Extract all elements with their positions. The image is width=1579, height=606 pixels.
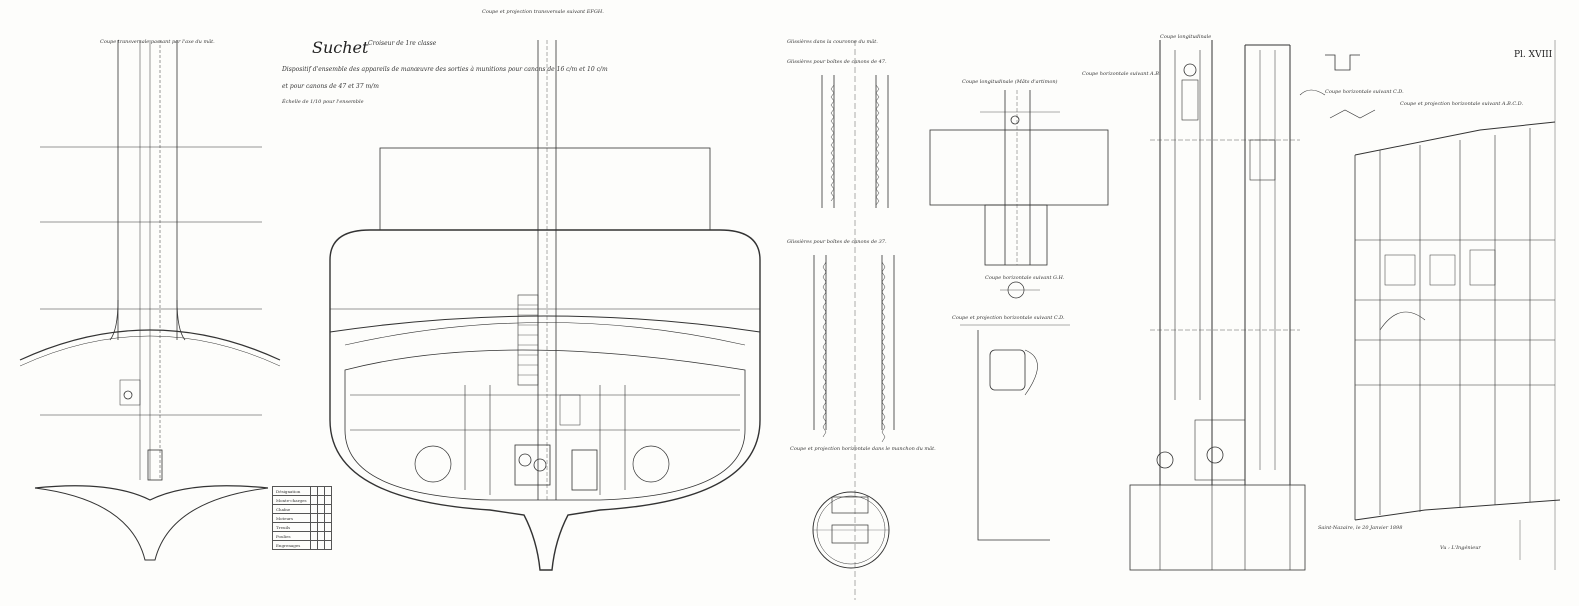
section-label-1: Coupe transversale passant par l'axe du … [100, 39, 215, 45]
left-mast-section [19, 40, 281, 561]
main-longitudinal-section [1129, 40, 1306, 571]
legend-row-3: Moteurs [272, 513, 311, 523]
section-label-13: Coupe horizontale suivant C.D. [1325, 89, 1404, 95]
signature-left: Saint-Nazaire, le 20 Janvier 1898 [1318, 525, 1403, 531]
section-label-12: Coupe et projection horizontale dans le … [790, 446, 936, 452]
section-label-5: Glissières pour boîtes de canons de 37. [787, 239, 887, 245]
section-label-2: Coupe et projection transversale suivant… [482, 9, 604, 15]
plate-number: Pl. XVIII [1514, 50, 1553, 60]
legend-row-6: Engrenages [272, 540, 311, 550]
legend-row-1: Monte-charges [272, 495, 311, 505]
mizzen-longitudinal-section [929, 90, 1109, 541]
ship-class: Croiseur de 1re classe [368, 40, 437, 47]
section-label-10: Coupe longitudinale [1160, 34, 1212, 40]
section-label-6: Coupe longitudinale (Mâts d'artimon) [962, 79, 1058, 85]
title-line-2: et pour canons de 47 et 37 m/m [282, 83, 379, 90]
section-label-4: Glissières pour boîtes de canons de 47. [787, 59, 887, 65]
section-label-11: Coupe et projection horizontale suivant … [1400, 101, 1524, 107]
legend-header: Désignation [272, 486, 311, 496]
legend-row-2: Chaîne [272, 504, 311, 514]
section-label-9: Coupe et projection horizontale suivant … [952, 315, 1065, 321]
legend-table: Désignation Monte-charges Chaîne Moteurs… [272, 486, 332, 550]
section-label-3: Glissières dans la couronne du mât. [787, 39, 878, 45]
scale-note: Échelle de 1/10 pour l'ensemble [282, 99, 364, 105]
section-label-7: Coupe horizontale suivant G.H. [985, 275, 1065, 281]
ship-name-title: Suchet [312, 38, 369, 57]
signature-right: Vu : L'Ingénieur [1440, 545, 1481, 551]
hull-cross-section [329, 40, 761, 571]
title-line-1: Dispositif d'ensemble des appareils de m… [282, 66, 608, 73]
legend-row-4: Treuils [272, 522, 311, 532]
guide-rails-panel [812, 40, 895, 600]
section-label-8: Coupe horizontale suivant A.B. [1082, 71, 1161, 77]
legend-row-5: Poulies [272, 531, 311, 541]
detail-sketches [1299, 54, 1376, 119]
horizontal-projection [1354, 40, 1561, 570]
